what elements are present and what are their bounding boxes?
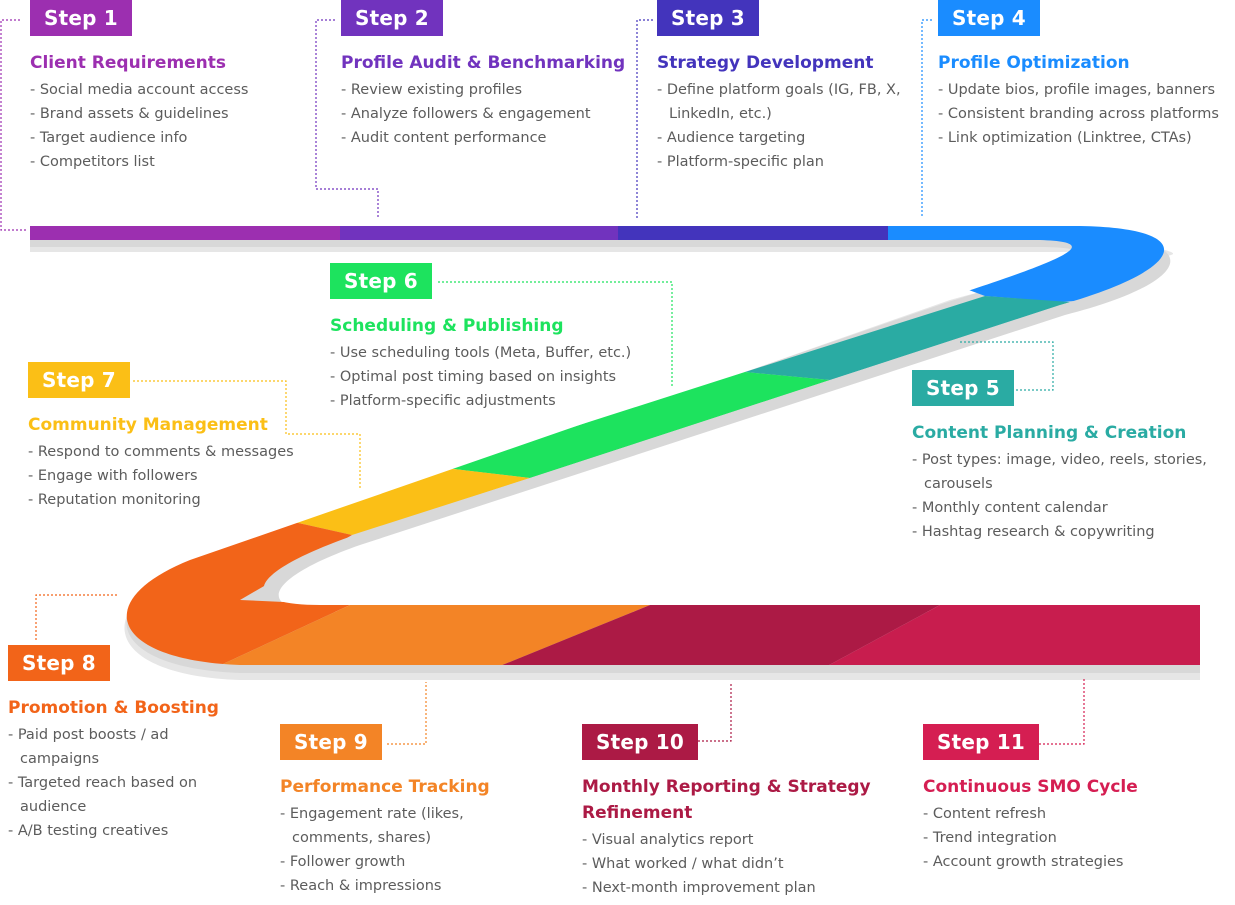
step-6: Step 6 Scheduling & Publishing Use sched…	[330, 263, 660, 413]
step-items: Engagement rate (likes, comments, shares…	[280, 802, 500, 898]
step-items: Post types: image, video, reels, stories…	[912, 448, 1227, 544]
connector-step-4	[921, 19, 932, 218]
step-item: Analyze followers & engagement	[341, 102, 631, 126]
step-title: Performance Tracking	[280, 777, 490, 797]
step-item: Account growth strategies	[923, 850, 1223, 874]
step-item: Target audience info	[30, 126, 310, 150]
step-item: Audience targeting	[657, 126, 917, 150]
step-items: Social media account access Brand assets…	[30, 78, 310, 174]
step-item: Platform-specific adjustments	[330, 389, 660, 413]
step-7: Step 7 Community Management Respond to c…	[28, 362, 328, 512]
step-10: Step 10 Monthly Reporting & Strategy Ref…	[582, 724, 872, 900]
road-segment-11	[820, 605, 1200, 665]
step-title: Content Planning & Creation	[912, 423, 1187, 443]
step-item: Post types: image, video, reels, stories…	[912, 448, 1227, 496]
step-item: Link optimization (Linktree, CTAs)	[938, 126, 1233, 150]
step-item: A/B testing creatives	[8, 819, 223, 843]
step-items: Use scheduling tools (Meta, Buffer, etc.…	[330, 341, 660, 413]
connector-step-1	[0, 19, 26, 231]
step-item: Content refresh	[923, 802, 1223, 826]
step-item: Use scheduling tools (Meta, Buffer, etc.…	[330, 341, 660, 365]
connector-step-6	[438, 281, 673, 388]
step-items: Respond to comments & messages Engage wi…	[28, 440, 328, 512]
connector-step-7	[133, 380, 361, 488]
connector-step-11	[1027, 678, 1085, 745]
step-1: Step 1 Client Requirements Social media …	[30, 0, 310, 174]
step-title: Continuous SMO Cycle	[923, 777, 1138, 797]
step-item: Platform-specific plan	[657, 150, 917, 174]
step-item: Engage with followers	[28, 464, 328, 488]
connector-step-10	[686, 682, 732, 742]
step-item: Define platform goals (IG, FB, X, Linked…	[657, 78, 917, 126]
step-badge: Step 5	[912, 370, 1014, 406]
connector-step-2	[315, 19, 379, 218]
step-item: Competitors list	[30, 150, 310, 174]
step-badge: Step 11	[923, 724, 1040, 760]
step-2: Step 2 Profile Audit & Benchmarking Revi…	[341, 0, 631, 150]
step-8: Step 8 Promotion & Boosting Paid post bo…	[8, 645, 223, 843]
connector-step-8	[35, 594, 117, 640]
connector-step-3	[636, 19, 653, 218]
step-title: Promotion & Boosting	[8, 698, 219, 718]
step-items: Visual analytics report What worked / wh…	[582, 828, 872, 900]
step-item: Optimal post timing based on insights	[330, 365, 660, 389]
step-11: Step 11 Continuous SMO Cycle Content ref…	[923, 724, 1223, 874]
step-4: Step 4 Profile Optimization Update bios,…	[938, 0, 1233, 150]
step-item: Review existing profiles	[341, 78, 631, 102]
step-badge: Step 10	[582, 724, 699, 760]
step-badge: Step 6	[330, 263, 432, 299]
step-badge: Step 9	[280, 724, 382, 760]
step-title: Profile Optimization	[938, 53, 1130, 73]
step-items: Define platform goals (IG, FB, X, Linked…	[657, 78, 917, 174]
road-segment-9	[210, 605, 650, 665]
step-item: Monthly content calendar	[912, 496, 1227, 520]
road-segment-5	[745, 296, 1070, 380]
road-segment-10	[490, 605, 940, 665]
step-badge: Step 4	[938, 0, 1040, 36]
step-item: Consistent branding across platforms	[938, 102, 1233, 126]
step-badge: Step 1	[30, 0, 132, 36]
step-item: Brand assets & guidelines	[30, 102, 310, 126]
step-item: Visual analytics report	[582, 828, 872, 852]
step-title: Profile Audit & Benchmarking	[341, 53, 626, 73]
step-item: Respond to comments & messages	[28, 440, 328, 464]
step-title: Monthly Reporting & Strategy Refinement	[582, 777, 871, 823]
road-segment-6	[445, 372, 830, 478]
step-item: Reputation monitoring	[28, 488, 328, 512]
step-badge: Step 3	[657, 0, 759, 36]
step-item: Hashtag research & copywriting	[912, 520, 1227, 544]
step-items: Paid post boosts / ad campaigns Targeted…	[8, 723, 223, 843]
connector-step-9	[387, 682, 427, 745]
step-badge: Step 7	[28, 362, 130, 398]
step-title: Client Requirements	[30, 53, 227, 73]
step-title: Community Management	[28, 415, 268, 435]
step-title: Scheduling & Publishing	[330, 316, 564, 336]
step-badge: Step 8	[8, 645, 110, 681]
step-3: Step 3 Strategy Development Define platf…	[657, 0, 917, 174]
step-title: Strategy Development	[657, 53, 874, 73]
step-item: Engagement rate (likes, comments, shares…	[280, 802, 500, 850]
step-item: Targeted reach based on audience	[8, 771, 223, 819]
step-item: Next-month improvement plan	[582, 876, 872, 900]
step-item: Update bios, profile images, banners	[938, 78, 1233, 102]
step-item: Reach & impressions	[280, 874, 500, 898]
step-5: Step 5 Content Planning & Creation Post …	[912, 370, 1227, 544]
step-9: Step 9 Performance Tracking Engagement r…	[280, 724, 500, 898]
step-items: Review existing profiles Analyze followe…	[341, 78, 631, 150]
step-item: What worked / what didn’t	[582, 852, 872, 876]
step-items: Update bios, profile images, banners Con…	[938, 78, 1233, 150]
step-item: Trend integration	[923, 826, 1223, 850]
step-item: Paid post boosts / ad campaigns	[8, 723, 223, 771]
step-badge: Step 2	[341, 0, 443, 36]
step-item: Audit content performance	[341, 126, 631, 150]
connector-step-5	[960, 341, 1054, 391]
step-items: Content refresh Trend integration Accoun…	[923, 802, 1223, 874]
step-item: Social media account access	[30, 78, 310, 102]
road-segment-7	[285, 468, 530, 535]
step-item: Follower growth	[280, 850, 500, 874]
